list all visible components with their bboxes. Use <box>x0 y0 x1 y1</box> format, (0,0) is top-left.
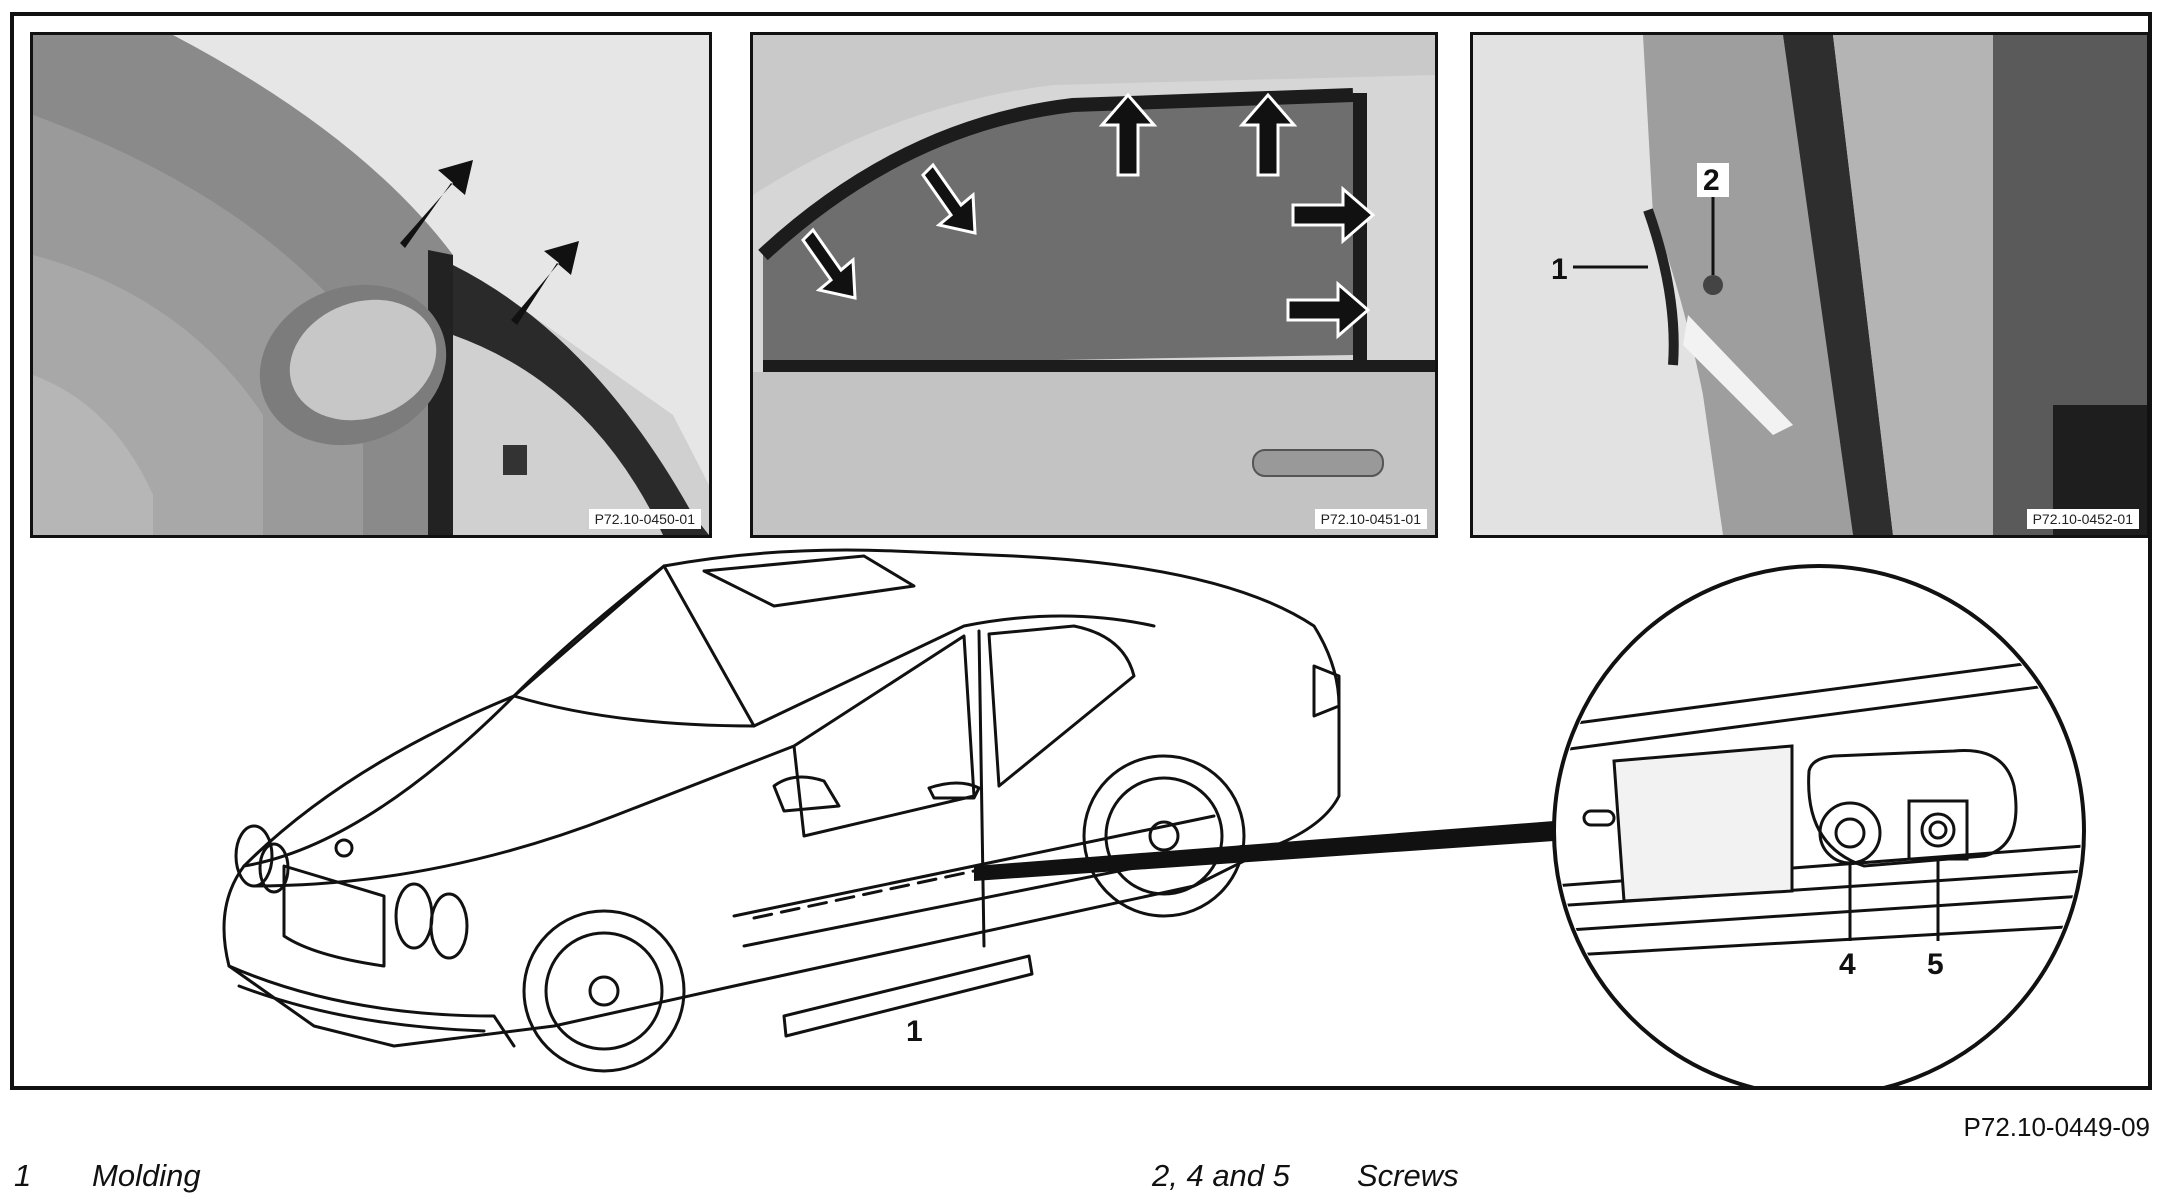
photo-code: P72.10-0450-01 <box>588 509 701 529</box>
legend-text: Molding <box>92 1158 201 1193</box>
photo-mirror-a-pillar: P72.10-0450-01 <box>30 32 712 538</box>
photo-b-pillar: 1 2 P72.10-0452-01 <box>1470 32 2150 538</box>
arrow-window-4 <box>1238 92 1298 177</box>
photo-mirror-illustration <box>33 35 709 535</box>
photo-code: P72.10-0452-01 <box>2026 509 2139 529</box>
car-overview-illustration: 1 4 5 <box>222 548 2086 1086</box>
photo-door-window-frame: P72.10-0451-01 <box>750 32 1438 538</box>
legend-item-molding: 1 Molding <box>14 1158 201 1194</box>
arrow-window-3 <box>1098 92 1158 177</box>
figure-frame: P72.10-0450-01 P72.10-0451-01 <box>10 12 2152 1090</box>
photo-b-pillar-illustration: 1 2 <box>1473 35 2147 535</box>
callout-molding-b-pillar: 1 <box>1551 253 1568 286</box>
figure-code: P72.10-0449-09 <box>1963 1112 2150 1142</box>
legend-item-screws: 2, 4 and 5 Screws <box>1152 1158 1459 1194</box>
callout-screw-b-pillar: 2 <box>1703 164 1720 197</box>
arrow-a-pillar-lower <box>511 241 579 325</box>
legend-number: 1 <box>14 1158 32 1193</box>
callout-molding-rocker: 1 <box>906 1015 923 1048</box>
arrow-window-5 <box>1291 185 1376 245</box>
door-handle <box>1252 449 1384 477</box>
arrow-a-pillar-upper <box>400 160 473 248</box>
photo-code: P72.10-0451-01 <box>1314 509 1427 529</box>
arrow-window-2 <box>921 162 977 235</box>
detail-leader <box>974 821 1554 881</box>
mirror-mount-clip <box>503 445 527 475</box>
legend-text: Screws <box>1357 1158 1459 1193</box>
b-pillar-screw <box>1703 275 1723 295</box>
photo-door-illustration <box>753 35 1435 535</box>
callout-screw-4: 4 <box>1839 948 1856 981</box>
legend-number: 2, 4 and 5 <box>1152 1158 1290 1193</box>
detail-magnifier: 4 5 <box>1552 564 2086 1086</box>
arrow-window-6 <box>1286 280 1371 340</box>
arrow-window-1 <box>801 227 857 300</box>
callout-screw-5: 5 <box>1927 948 1944 981</box>
